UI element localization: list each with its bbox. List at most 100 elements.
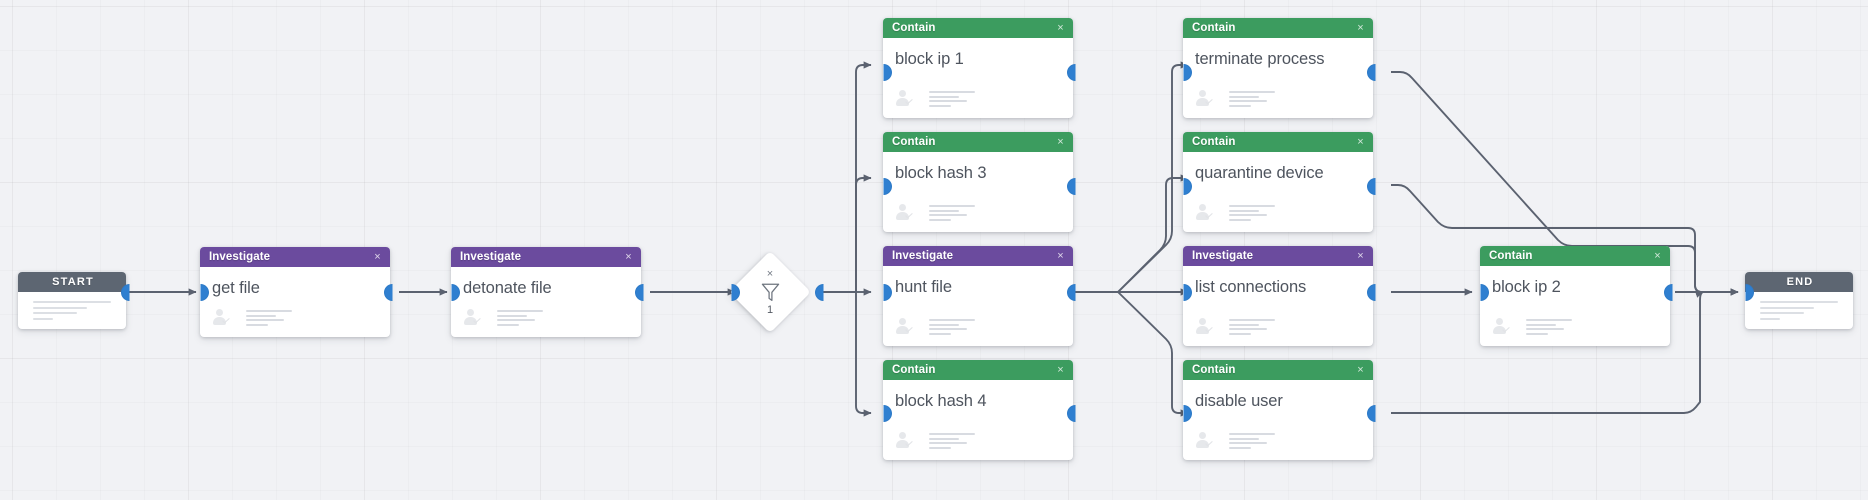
- port-block-ip-2-out[interactable]: [1664, 284, 1673, 301]
- port-block-ip-2-in[interactable]: [1480, 284, 1489, 301]
- person-check-icon: [895, 203, 913, 223]
- node-detonate-file[interactable]: Investigate × detonate file: [451, 247, 641, 337]
- node-hunt-file-meta: [929, 317, 975, 337]
- node-block-ip-2-footer: [1480, 317, 1670, 337]
- port-end-in[interactable]: [1745, 284, 1754, 301]
- node-quarantine-device-title: quarantine device: [1195, 164, 1324, 182]
- placeholder-line: [33, 317, 53, 320]
- node-block-ip-2-header: Contain ×: [1480, 246, 1670, 266]
- close-icon[interactable]: ×: [1357, 21, 1364, 34]
- person-check-icon: [212, 308, 230, 328]
- port-detonate-file-in[interactable]: [451, 284, 460, 301]
- node-block-hash-3-header: Contain ×: [883, 132, 1073, 152]
- node-quarantine-device-meta: [1229, 203, 1275, 223]
- node-detonate-file-header: Investigate ×: [451, 247, 641, 267]
- close-icon[interactable]: ×: [1654, 249, 1661, 262]
- node-list-connections[interactable]: Investigate × list connections: [1183, 246, 1373, 346]
- node-block-ip-1-footer: [883, 89, 1073, 109]
- node-start-body: [18, 292, 126, 323]
- node-block-hash-3[interactable]: Contain × block hash 3: [883, 132, 1073, 232]
- node-block-ip-1-meta: [929, 89, 975, 109]
- node-terminate-process-header: Contain ×: [1183, 18, 1373, 38]
- node-hunt-file[interactable]: Investigate × hunt file: [883, 246, 1073, 346]
- node-block-hash-3-meta: [929, 203, 975, 223]
- node-list-connections-header: Investigate ×: [1183, 246, 1373, 266]
- close-icon[interactable]: ×: [1057, 249, 1064, 262]
- person-check-icon: [1195, 203, 1213, 223]
- port-terminate-process-in[interactable]: [1183, 64, 1192, 81]
- node-block-ip-1[interactable]: Contain × block ip 1: [883, 18, 1073, 118]
- port-disable-user-out[interactable]: [1367, 405, 1376, 422]
- port-list-connections-in[interactable]: [1183, 284, 1192, 301]
- node-get-file[interactable]: Investigate × get file: [200, 247, 390, 337]
- close-icon[interactable]: ×: [1357, 249, 1364, 262]
- node-block-hash-4-meta: [929, 431, 975, 451]
- port-filter-out[interactable]: [815, 284, 824, 301]
- node-block-hash-3-category: Contain: [892, 136, 936, 148]
- node-block-hash-4[interactable]: Contain × block hash 4: [883, 360, 1073, 460]
- edge-quarantine-end: [1391, 184, 1739, 296]
- port-start-out[interactable]: [121, 284, 130, 301]
- node-list-connections-meta: [1229, 317, 1275, 337]
- placeholder-line: [33, 301, 111, 303]
- node-quarantine-device[interactable]: Contain × quarantine device: [1183, 132, 1373, 232]
- node-block-ip-2-meta: [1526, 317, 1572, 337]
- port-disable-user-in[interactable]: [1183, 405, 1192, 422]
- close-icon[interactable]: ×: [766, 267, 774, 280]
- node-quarantine-device-header: Contain ×: [1183, 132, 1373, 152]
- node-filter-count: 1: [766, 303, 774, 316]
- node-end-body: [1745, 292, 1853, 323]
- close-icon[interactable]: ×: [374, 250, 381, 263]
- port-block-hash-4-out[interactable]: [1067, 405, 1076, 422]
- port-block-ip-1-in[interactable]: [883, 64, 892, 81]
- port-block-hash-4-in[interactable]: [883, 405, 892, 422]
- port-get-file-in[interactable]: [200, 284, 209, 301]
- person-check-icon: [895, 317, 913, 337]
- port-block-hash-3-out[interactable]: [1067, 178, 1076, 195]
- node-terminate-process-footer: [1183, 89, 1373, 109]
- close-icon[interactable]: ×: [1057, 135, 1064, 148]
- port-filter-in[interactable]: [731, 284, 740, 301]
- node-start-label: START: [52, 276, 94, 288]
- person-check-icon: [1195, 317, 1213, 337]
- person-check-icon: [1195, 431, 1213, 451]
- port-quarantine-device-out[interactable]: [1367, 178, 1376, 195]
- port-hunt-file-in[interactable]: [883, 284, 892, 301]
- close-icon[interactable]: ×: [1357, 363, 1364, 376]
- close-icon[interactable]: ×: [1357, 135, 1364, 148]
- port-hunt-file-out[interactable]: [1067, 284, 1076, 301]
- port-quarantine-device-in[interactable]: [1183, 178, 1192, 195]
- node-end-label: END: [1786, 276, 1814, 288]
- node-disable-user-meta: [1229, 431, 1275, 451]
- node-disable-user-title: disable user: [1195, 392, 1283, 410]
- node-terminate-process-category: Contain: [1192, 22, 1236, 34]
- node-get-file-header: Investigate ×: [200, 247, 390, 267]
- node-block-ip-2[interactable]: Contain × block ip 2: [1480, 246, 1670, 346]
- port-detonate-file-out[interactable]: [635, 284, 644, 301]
- close-icon[interactable]: ×: [1057, 21, 1064, 34]
- node-block-ip-1-header: Contain ×: [883, 18, 1073, 38]
- node-get-file-footer: [200, 308, 390, 328]
- port-terminate-process-out[interactable]: [1367, 64, 1376, 81]
- node-list-connections-title: list connections: [1195, 278, 1307, 296]
- placeholder-line: [1760, 306, 1814, 309]
- node-hunt-file-category: Investigate: [892, 250, 954, 262]
- port-block-ip-1-out[interactable]: [1067, 64, 1076, 81]
- node-end[interactable]: END: [1745, 272, 1853, 329]
- close-icon[interactable]: ×: [1057, 363, 1064, 376]
- node-hunt-file-header: Investigate ×: [883, 246, 1073, 266]
- node-block-ip-1-category: Contain: [892, 22, 936, 34]
- node-block-hash-4-footer: [883, 431, 1073, 451]
- node-start[interactable]: START: [18, 272, 126, 329]
- placeholder-line: [1760, 317, 1780, 320]
- node-quarantine-device-category: Contain: [1192, 136, 1236, 148]
- node-block-hash-3-footer: [883, 203, 1073, 223]
- node-terminate-process[interactable]: Contain × terminate process: [1183, 18, 1373, 118]
- port-block-hash-3-in[interactable]: [883, 178, 892, 195]
- port-list-connections-out[interactable]: [1367, 284, 1376, 301]
- node-disable-user[interactable]: Contain × disable user: [1183, 360, 1373, 460]
- port-get-file-out[interactable]: [384, 284, 393, 301]
- close-icon[interactable]: ×: [625, 250, 632, 263]
